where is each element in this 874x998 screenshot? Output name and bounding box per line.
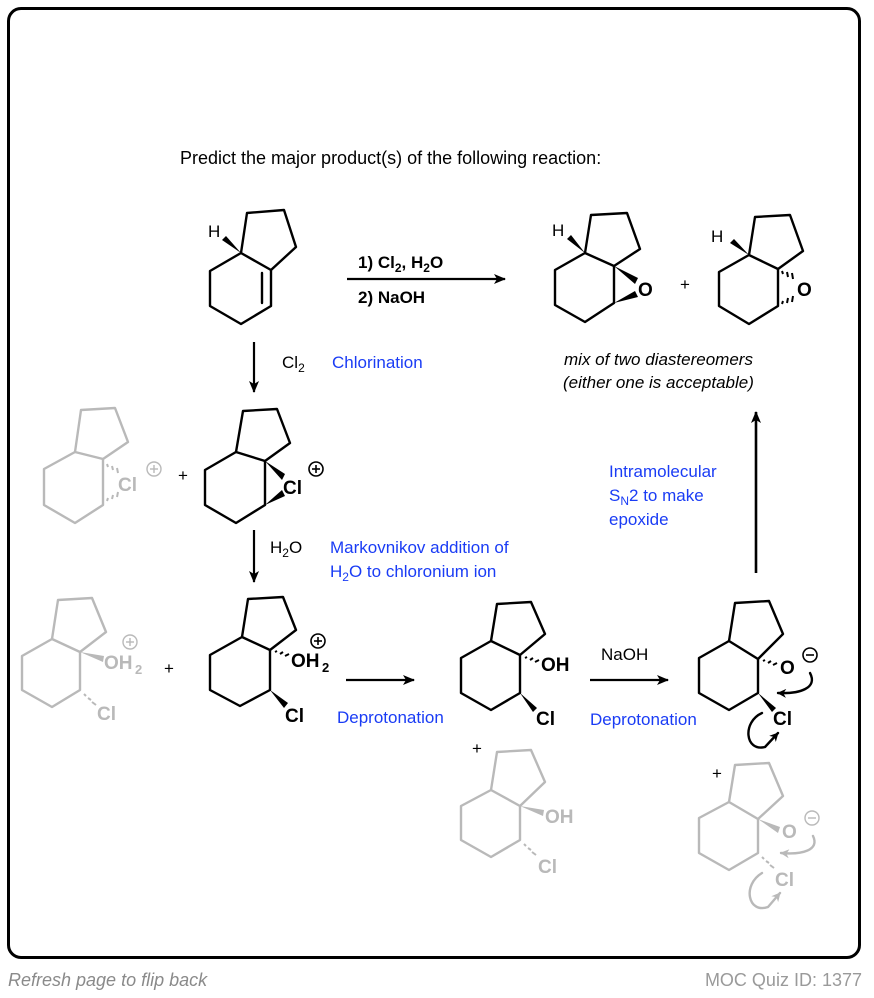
sn2-label-line3: epoxide [609, 510, 669, 529]
atom-O: O [797, 280, 812, 301]
chloronium-ion: Cl [203, 407, 324, 525]
atom-OH2: OH [291, 651, 320, 672]
plus-sign: + [164, 659, 174, 678]
svg-text:2: 2 [135, 662, 142, 677]
atom-H: H [711, 227, 723, 246]
chlorohydrin: OH Cl [459, 600, 570, 730]
chlorination-reagent: Cl2 [282, 353, 305, 375]
atom-O: O [638, 280, 653, 301]
atom-Cl: Cl [285, 706, 304, 727]
flip-back-hint: Refresh page to flip back [8, 970, 208, 990]
deprotonation-label-1: Deprotonation [337, 708, 444, 727]
quiz-card [7, 7, 861, 959]
epoxide-product-2: H O [711, 213, 812, 326]
atom-O: O [780, 658, 795, 679]
chlorination-label: Chlorination [332, 353, 423, 372]
atom-O: O [782, 822, 797, 843]
reagent-step1: 1) Cl2, H2O [358, 253, 443, 275]
plus-sign: + [712, 764, 722, 783]
atom-OH2: OH [104, 653, 133, 674]
sn2-label-line1: Intramolecular [609, 462, 717, 481]
svg-text:2: 2 [322, 660, 329, 675]
atom-Cl: Cl [97, 704, 116, 725]
atom-OH: OH [541, 655, 570, 676]
deprotonation-label-2: Deprotonation [590, 710, 697, 729]
markovnikov-label-line1: Markovnikov addition of [330, 538, 509, 557]
atom-Cl: Cl [118, 475, 137, 496]
epoxide-product-1: H O [552, 211, 653, 324]
negative-charge-icon [802, 647, 818, 663]
products-note-line1: mix of two diastereomers [564, 350, 753, 369]
atom-H: H [208, 222, 220, 241]
oxonium-ion: OH 2 Cl [208, 595, 329, 727]
atom-H: H [552, 221, 564, 240]
question-text: Predict the major product(s) of the foll… [180, 148, 601, 168]
faded-chloronium-ion: Cl [42, 406, 162, 525]
atom-Cl: Cl [283, 478, 302, 499]
water-reagent: H2O [270, 538, 302, 560]
curved-arrow-leaving [747, 711, 780, 749]
sn2-label-line2: SN2 to make [609, 486, 704, 508]
wedge-bond [222, 236, 241, 253]
starting-material: H [208, 208, 298, 326]
atom-Cl: Cl [775, 870, 794, 891]
products-note-line2: (either one is acceptable) [563, 373, 754, 392]
atom-OH: OH [545, 807, 574, 828]
plus-sign: + [178, 466, 188, 485]
reagent-step2: 2) NaOH [358, 288, 425, 307]
curved-arrow-attack [776, 671, 814, 698]
quiz-id: MOC Quiz ID: 1377 [704, 970, 862, 990]
atom-Cl: Cl [773, 709, 792, 730]
markovnikov-label-line2: H2O to chloronium ion [330, 562, 496, 584]
faded-alkoxide: O Cl [697, 761, 820, 910]
faded-oxonium-ion: OH 2 Cl [20, 596, 142, 725]
naoh-reagent: NaOH [601, 645, 648, 664]
faded-chlorohydrin: OH Cl [459, 748, 574, 878]
atom-Cl: Cl [536, 709, 555, 730]
alkoxide: O Cl [697, 599, 818, 749]
atom-Cl: Cl [538, 857, 557, 878]
plus-sign: + [680, 275, 690, 294]
plus-sign: + [472, 739, 482, 758]
